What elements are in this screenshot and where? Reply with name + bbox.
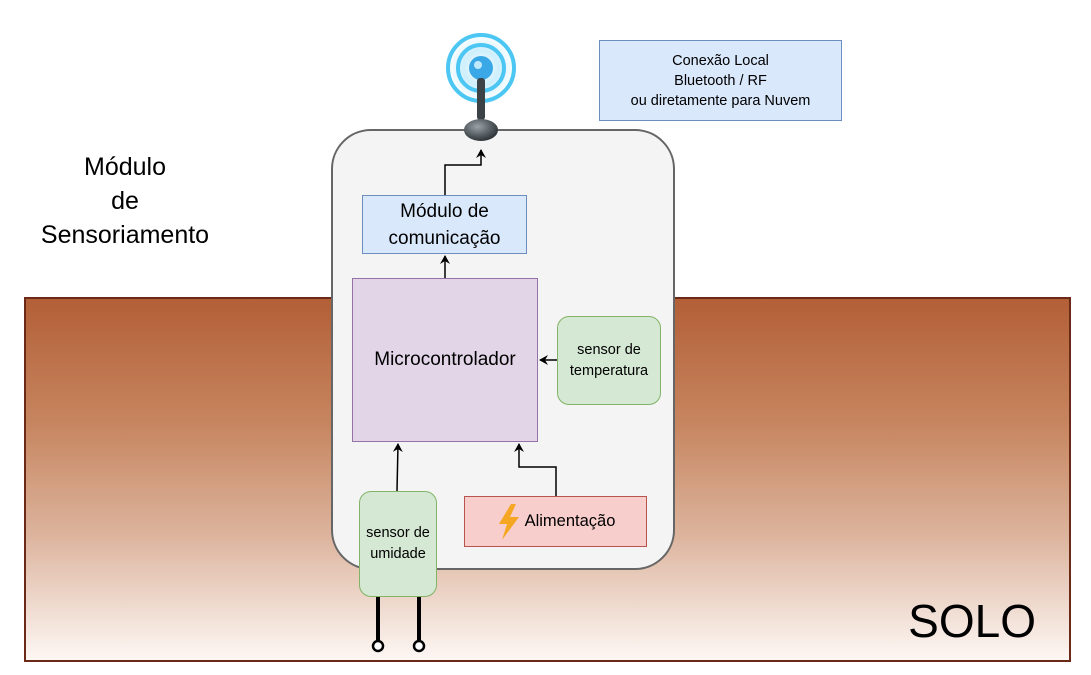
microcontroller-label: Microcontrolador [374,349,516,370]
module-title: Módulo de Sensoriamento [20,150,230,252]
soil-label: SOLO [908,595,1036,647]
temperature-sensor-box: sensor de temperatura [557,316,661,405]
connection-note-line: ou diretamente para Nuvem [630,92,811,109]
module-title-line: Módulo [84,153,166,181]
power-supply-box: Alimentação [464,496,647,547]
connection-note-line: Conexão Local [672,52,769,69]
microcontroller-box: Microcontrolador [352,278,538,442]
communication-module-box: Módulo de comunicação [362,195,527,254]
temperature-sensor-label: sensor de temperatura [569,341,649,379]
connection-note-box: Conexão Local Bluetooth / RF ou diretame… [599,40,842,121]
humidity-sensor-box: sensor de umidade [359,491,437,597]
antenna-icon [441,28,521,141]
arrow-comm-to-antenna [444,149,486,195]
module-title-line: Sensoriamento [40,221,210,249]
humidity-probe-icon [371,597,426,653]
power-supply-label: Alimentação [524,512,616,530]
connection-note-line: Bluetooth / RF [674,72,767,89]
communication-module-label: Módulo de comunicação [388,200,501,249]
lightning-bolt-icon [498,503,519,540]
module-title-line: de [111,187,139,215]
arrow-power-to-mcu [514,443,557,496]
arrow-humidity-to-mcu [392,443,403,492]
humidity-sensor-label: sensor de umidade [366,525,430,562]
